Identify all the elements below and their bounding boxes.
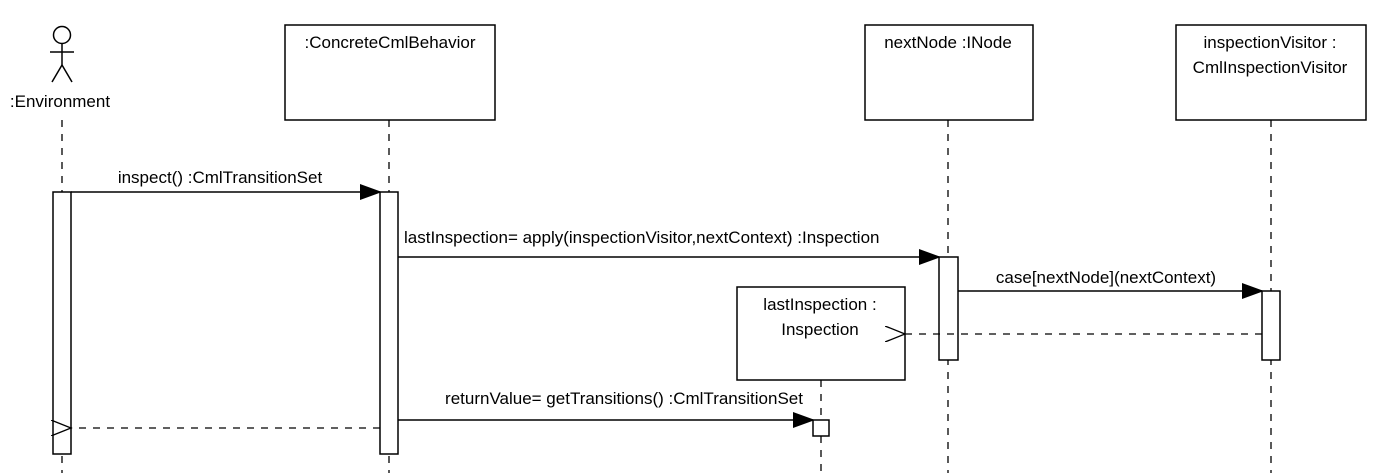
participant-box <box>736 286 906 381</box>
inspection-activation <box>812 419 830 437</box>
participant-last-inspection: lastInspection : Inspection <box>736 286 906 381</box>
message-apply: lastInspection= apply(inspectionVisitor,… <box>398 228 941 265</box>
participant-label-line-2: Inspection <box>781 320 859 339</box>
participant-box <box>284 24 496 121</box>
message-case: case[nextNode](nextContext) <box>958 268 1264 299</box>
participant-next-node: nextNode :INode <box>864 24 1034 121</box>
message-label: lastInspection= apply(inspectionVisitor,… <box>404 228 880 247</box>
participant-label-line-1: inspectionVisitor : <box>1204 33 1337 52</box>
participant-box <box>864 24 1034 121</box>
visitor-activation <box>1261 290 1281 361</box>
message-label: case[nextNode](nextContext) <box>996 268 1216 287</box>
participant-inspection-visitor: inspectionVisitor : CmlInspectionVisitor <box>1175 24 1367 121</box>
participant-label-line-2: CmlInspectionVisitor <box>1193 58 1348 77</box>
behavior-activation <box>379 191 399 455</box>
participant-box <box>1175 24 1367 121</box>
message-label: inspect() :CmlTransitionSet <box>118 168 323 187</box>
participant-label: :ConcreteCmlBehavior <box>304 33 475 52</box>
environment-activation <box>52 191 72 455</box>
participant-concrete-behavior: :ConcreteCmlBehavior <box>284 24 496 121</box>
stick-figure-icon <box>50 25 74 83</box>
environment-actor: :Environment <box>10 25 110 111</box>
participant-label-line-1: lastInspection : <box>763 295 876 314</box>
environment-label: :Environment <box>10 92 110 111</box>
participant-label: nextNode :INode <box>884 33 1012 52</box>
message-label: returnValue= getTransitions() :CmlTransi… <box>445 389 803 408</box>
message-get-transitions: returnValue= getTransitions() :CmlTransi… <box>398 389 815 428</box>
message-inspect: inspect() :CmlTransitionSet <box>71 168 382 200</box>
node-activation <box>938 256 959 361</box>
